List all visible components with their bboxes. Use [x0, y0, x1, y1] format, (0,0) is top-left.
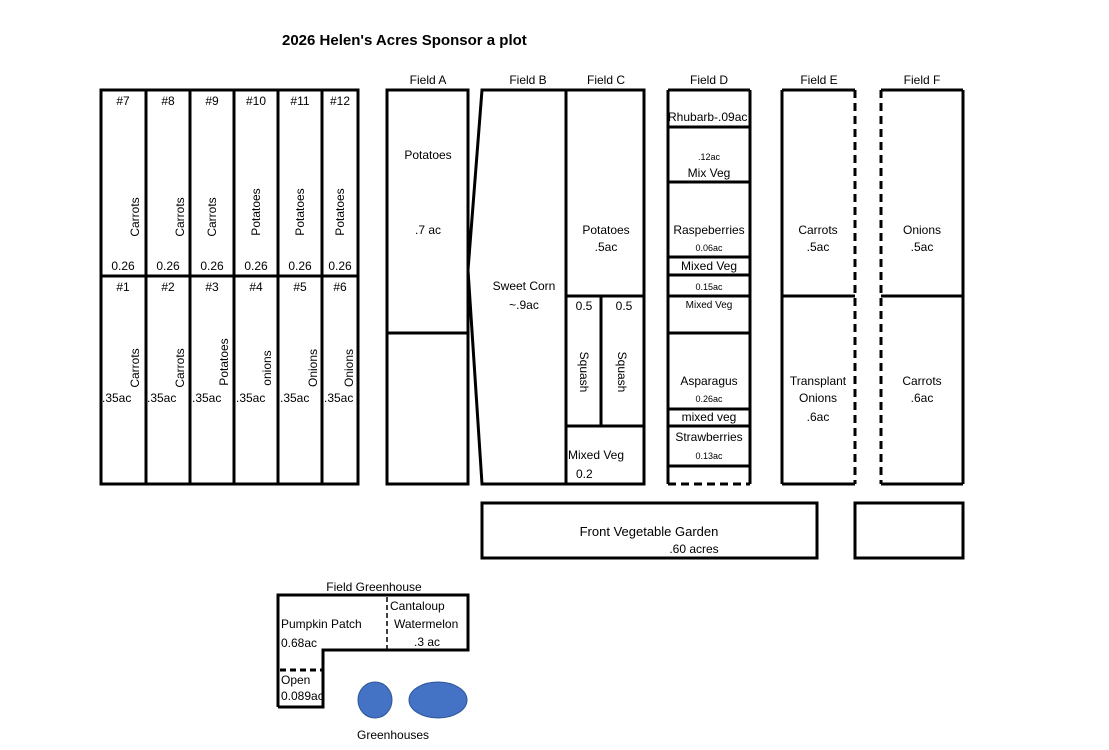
- plot-number-2: #2: [161, 280, 175, 294]
- plot-4-size: .35ac: [236, 391, 266, 405]
- field-c-outline: [564, 88, 646, 486]
- plot-11-crop: Potatoes: [293, 188, 307, 236]
- field-d-mixed-veg: Mixed Veg: [680, 259, 738, 273]
- field-c-mixed-veg: Mixed Veg: [568, 448, 625, 462]
- field-e-label: Field E: [800, 73, 838, 87]
- plot-7-crop: Carrots: [128, 197, 142, 237]
- field-d-raspberries-size: 0.06ac: [695, 243, 723, 253]
- front-garden-outline: [480, 501, 819, 560]
- plot-7-size: 0.26: [111, 259, 135, 273]
- field-a-label: Field A: [409, 73, 447, 87]
- plot-10-size: 0.26: [244, 259, 268, 273]
- plot-number-11: #11: [290, 94, 310, 108]
- field-d-mixed-veg-size: 0.15ac: [695, 282, 723, 292]
- field-d-asparagus: Asparagus: [680, 374, 738, 388]
- plot-4-crop: onions: [260, 350, 274, 386]
- pumpkin-patch: Pumpkin Patch: [281, 617, 362, 631]
- plot-6-size: .35ac: [324, 391, 354, 405]
- field-e-crop-top: Carrots: [798, 223, 838, 237]
- open-plot: Open: [281, 673, 311, 687]
- field-d-mix-veg-size: .12ac: [697, 152, 721, 162]
- field-c-label: Field C: [586, 73, 626, 87]
- field-f-crop-top: Onions: [902, 223, 942, 237]
- pumpkin-patch-size: 0.68ac: [281, 636, 318, 650]
- plot-12-size: 0.26: [328, 259, 352, 273]
- plot-11-size: 0.26: [288, 259, 312, 273]
- plot-number-10: #10: [245, 94, 267, 108]
- plot-5-size: .35ac: [280, 391, 310, 405]
- field-d-label: Field D: [689, 73, 729, 87]
- plot-12-crop: Potatoes: [333, 188, 347, 236]
- field-c-mixed-veg-size: 0.2: [576, 467, 593, 481]
- field-c-squash-left: Squash: [577, 351, 591, 393]
- plot-number-5: #5: [293, 280, 307, 294]
- plot-5-crop: Onions: [306, 348, 320, 388]
- field-a-size: .7 ac: [414, 223, 442, 237]
- field-f-size-bottom: .6ac: [910, 391, 934, 405]
- field-b-label: Field B: [509, 73, 547, 87]
- field-c-size: .5ac: [594, 240, 618, 254]
- front-garden-size: .60 acres: [669, 542, 719, 556]
- plot-number-9: #9: [205, 94, 219, 108]
- front-garden-label: Front Vegetable Garden: [579, 524, 719, 539]
- field-c-squash-right: Squash: [615, 351, 629, 393]
- field-c-squash-left-size: 0.5: [575, 299, 593, 313]
- field-c-crop: Potatoes: [582, 223, 630, 237]
- field-f-size-top: .5ac: [910, 240, 934, 254]
- field-d-strawberries-size: 0.13ac: [695, 451, 723, 461]
- plot-2-size: .35ac: [147, 391, 177, 405]
- plot-2-crop: Carrots: [173, 348, 187, 388]
- plot-3-size: .35ac: [192, 391, 222, 405]
- plot-9-crop: Carrots: [205, 197, 219, 237]
- plot-number-7: #7: [116, 94, 130, 108]
- plot-grid-outline: [99, 88, 360, 486]
- plot-8-crop: Carrots: [173, 197, 187, 237]
- plot-3-crop: Potatoes: [217, 338, 231, 386]
- field-b-outline: [466, 88, 568, 486]
- field-d-rhubarb: Rhubarb-.09ac: [668, 110, 748, 124]
- plot-9-size: 0.26: [200, 259, 224, 273]
- field-e-crop-bottom-1: Transplant: [789, 374, 847, 388]
- field-d-strawberries: Strawberries: [675, 430, 743, 444]
- plot-number-1: #1: [116, 280, 130, 294]
- field-f-crop-bottom: Carrots: [902, 374, 942, 388]
- field-e-size-top: .5ac: [806, 240, 830, 254]
- field-d-mixed-veg-3: mixed veg: [681, 410, 737, 424]
- plot-6-crop: Onions: [342, 348, 356, 388]
- plot-10-crop: Potatoes: [249, 188, 263, 236]
- plot-number-8: #8: [161, 94, 175, 108]
- field-d-mix-veg: Mix Veg: [687, 166, 731, 180]
- plot-number-3: #3: [205, 280, 219, 294]
- field-a-crop: Potatoes: [404, 148, 452, 162]
- plot-1-size: .35ac: [102, 391, 132, 405]
- greenhouses-label: Greenhouses: [357, 728, 430, 742]
- field-b-size: ~.9ac: [509, 298, 539, 312]
- field-e-size-bottom: .6ac: [806, 410, 830, 424]
- plot-number-4: #4: [249, 280, 263, 294]
- field-f-label: Field F: [903, 73, 941, 87]
- field-d-raspberries: Raspeberries: [673, 223, 745, 237]
- field-d-mixed-veg-2: Mixed Veg: [685, 300, 733, 311]
- page-title: 2026 Helen's Acres Sponsor a plot: [282, 32, 527, 49]
- greenhouse-oval-large: [408, 681, 468, 719]
- melon-size: .3 ac: [414, 635, 441, 649]
- plot-number-12: #12: [329, 94, 351, 108]
- plot-number-6: #6: [333, 280, 347, 294]
- empty-plot-outline: [853, 501, 965, 560]
- open-plot-size: 0.089ac: [281, 689, 324, 703]
- field-e-crop-bottom-2: Onions: [798, 391, 838, 405]
- watermelon: Watermelon: [394, 617, 459, 631]
- field-greenhouse-label: Field Greenhouse: [326, 580, 422, 594]
- field-c-squash-right-size: 0.5: [615, 299, 633, 313]
- plot-8-size: 0.26: [156, 259, 180, 273]
- cantaloupe: Cantaloup: [390, 599, 445, 613]
- greenhouse-oval-small: [357, 681, 393, 719]
- field-d-asparagus-size: 0.26ac: [695, 394, 723, 404]
- field-b-crop: Sweet Corn: [492, 279, 556, 293]
- plot-1-crop: Carrots: [128, 348, 142, 388]
